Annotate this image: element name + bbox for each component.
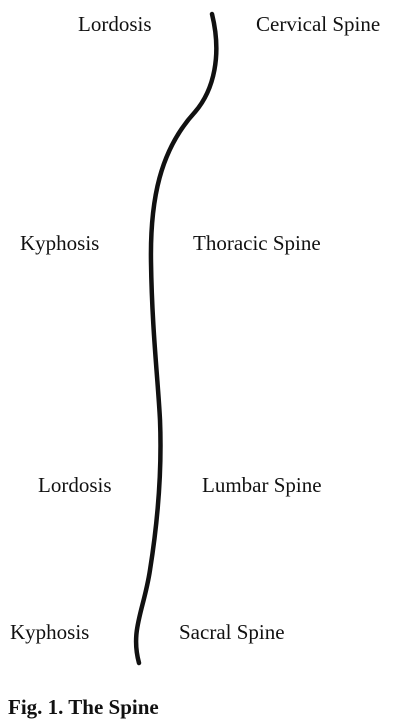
curve-label-kyphosis-sacral: Kyphosis bbox=[10, 620, 90, 644]
region-label-thoracic-spine: Thoracic Spine bbox=[193, 231, 321, 255]
curve-label-lordosis-cervical: Lordosis bbox=[78, 12, 152, 36]
region-label-lumbar-spine: Lumbar Spine bbox=[202, 473, 322, 497]
curve-label-kyphosis-thoracic: Kyphosis bbox=[20, 231, 100, 255]
curve-label-lordosis-lumbar: Lordosis bbox=[38, 473, 112, 497]
spine-curve bbox=[133, 11, 219, 666]
figure-caption: Fig. 1. The Spine bbox=[8, 695, 159, 719]
region-label-cervical-spine: Cervical Spine bbox=[256, 12, 381, 36]
region-label-sacral-spine: Sacral Spine bbox=[179, 620, 285, 644]
